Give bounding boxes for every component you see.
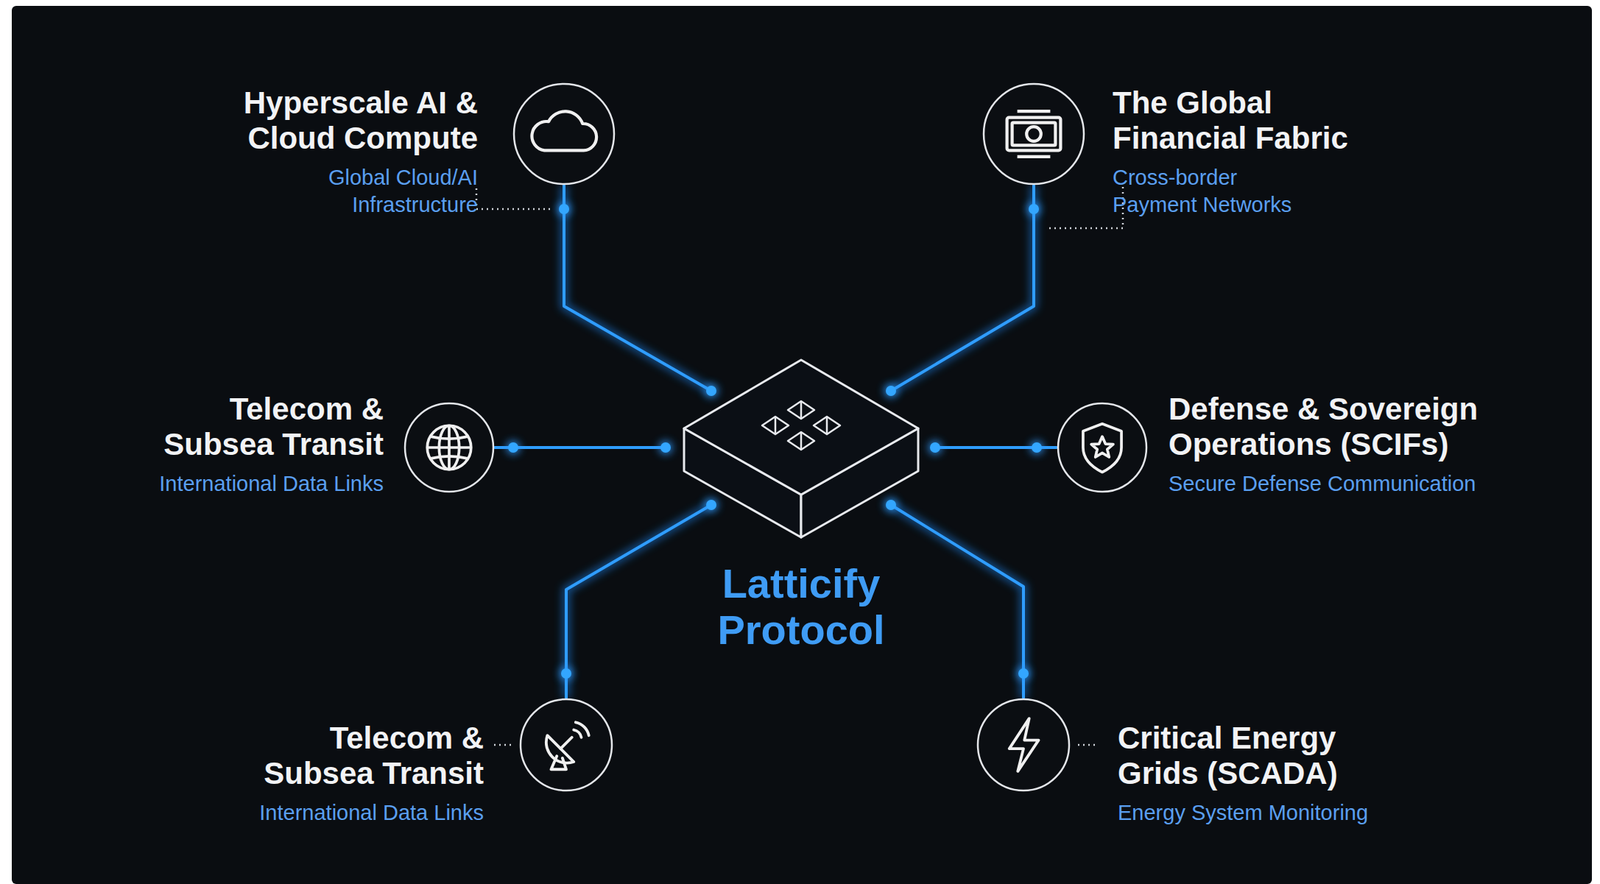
- icon-circle: [982, 82, 1086, 186]
- sector-subtitle: Cross-border Payment Networks: [1112, 164, 1349, 220]
- sector-circle: Telecom & Subsea TransitInternational Da…: [519, 698, 614, 793]
- sector-text: Defense & Sovereign Operations (SCIFs) Se…: [1168, 391, 1581, 498]
- sector-subtitle: Global Cloud/AI Infrastructure: [286, 164, 478, 220]
- glow-connector: [494, 447, 666, 449]
- sector-circle: The Global Financial FabricCross-border …: [982, 82, 1086, 186]
- sector-text: Telecom & Subsea TransitInternational Da…: [30, 391, 384, 498]
- sector-text: Telecom & Subsea TransitInternational Da…: [130, 720, 484, 827]
- icon-circle: [512, 82, 616, 186]
- icon-circle: [403, 402, 495, 494]
- sector-title: Critical Energy Grids (SCADA): [1117, 720, 1427, 793]
- sector-subtitle: International Data Links: [30, 470, 384, 499]
- sector-subtitle: Energy System Monitoring: [1117, 799, 1472, 828]
- sector-title: Defense & Sovereign Operations (SCIFs): [1168, 391, 1567, 464]
- sector-subtitle: Secure Defense Communication: [1168, 470, 1581, 499]
- glow-connector: [566, 505, 712, 699]
- leader-lines: [476, 187, 1123, 746]
- junction-dots: [506, 202, 1044, 681]
- sector-title: Telecom & Subsea Transit: [74, 391, 384, 464]
- sector-title: Telecom & Subsea Transit: [174, 720, 484, 793]
- icon-circle: [519, 698, 614, 793]
- protocol-box: Latticify Protocol: [684, 357, 919, 538]
- sector-circle: Critical Energy Grids (SCADA)Energy Syst…: [976, 698, 1071, 793]
- protocol-label: Latticify Protocol: [661, 561, 942, 654]
- glow-connector: [890, 505, 1024, 699]
- sector-text: The Global Financial FabricCross-border …: [1112, 85, 1430, 220]
- glow-connector: [890, 185, 1034, 391]
- icon-circle: [1056, 402, 1148, 494]
- sector-subtitle: International Data Links: [130, 799, 484, 828]
- icon-circle: [976, 698, 1071, 793]
- sector-circle: Hyperscale AI & Cloud ComputeGlobal Clou…: [512, 82, 616, 186]
- sector-circle: Defense & Sovereign Operations (SCIFs)Se…: [1056, 402, 1148, 494]
- sector-circle: Telecom & Subsea TransitInternational Da…: [403, 402, 495, 494]
- isometric-box: [684, 357, 919, 538]
- glow-connector: [564, 185, 712, 391]
- sector-text: Hyperscale AI & Cloud ComputeGlobal Clou…: [168, 85, 478, 220]
- sector-title: Hyperscale AI & Cloud Compute: [168, 85, 478, 157]
- sector-text: Critical Energy Grids (SCADA) Energy Syst…: [1117, 720, 1472, 827]
- sector-title: The Global Financial Fabric: [1112, 85, 1430, 157]
